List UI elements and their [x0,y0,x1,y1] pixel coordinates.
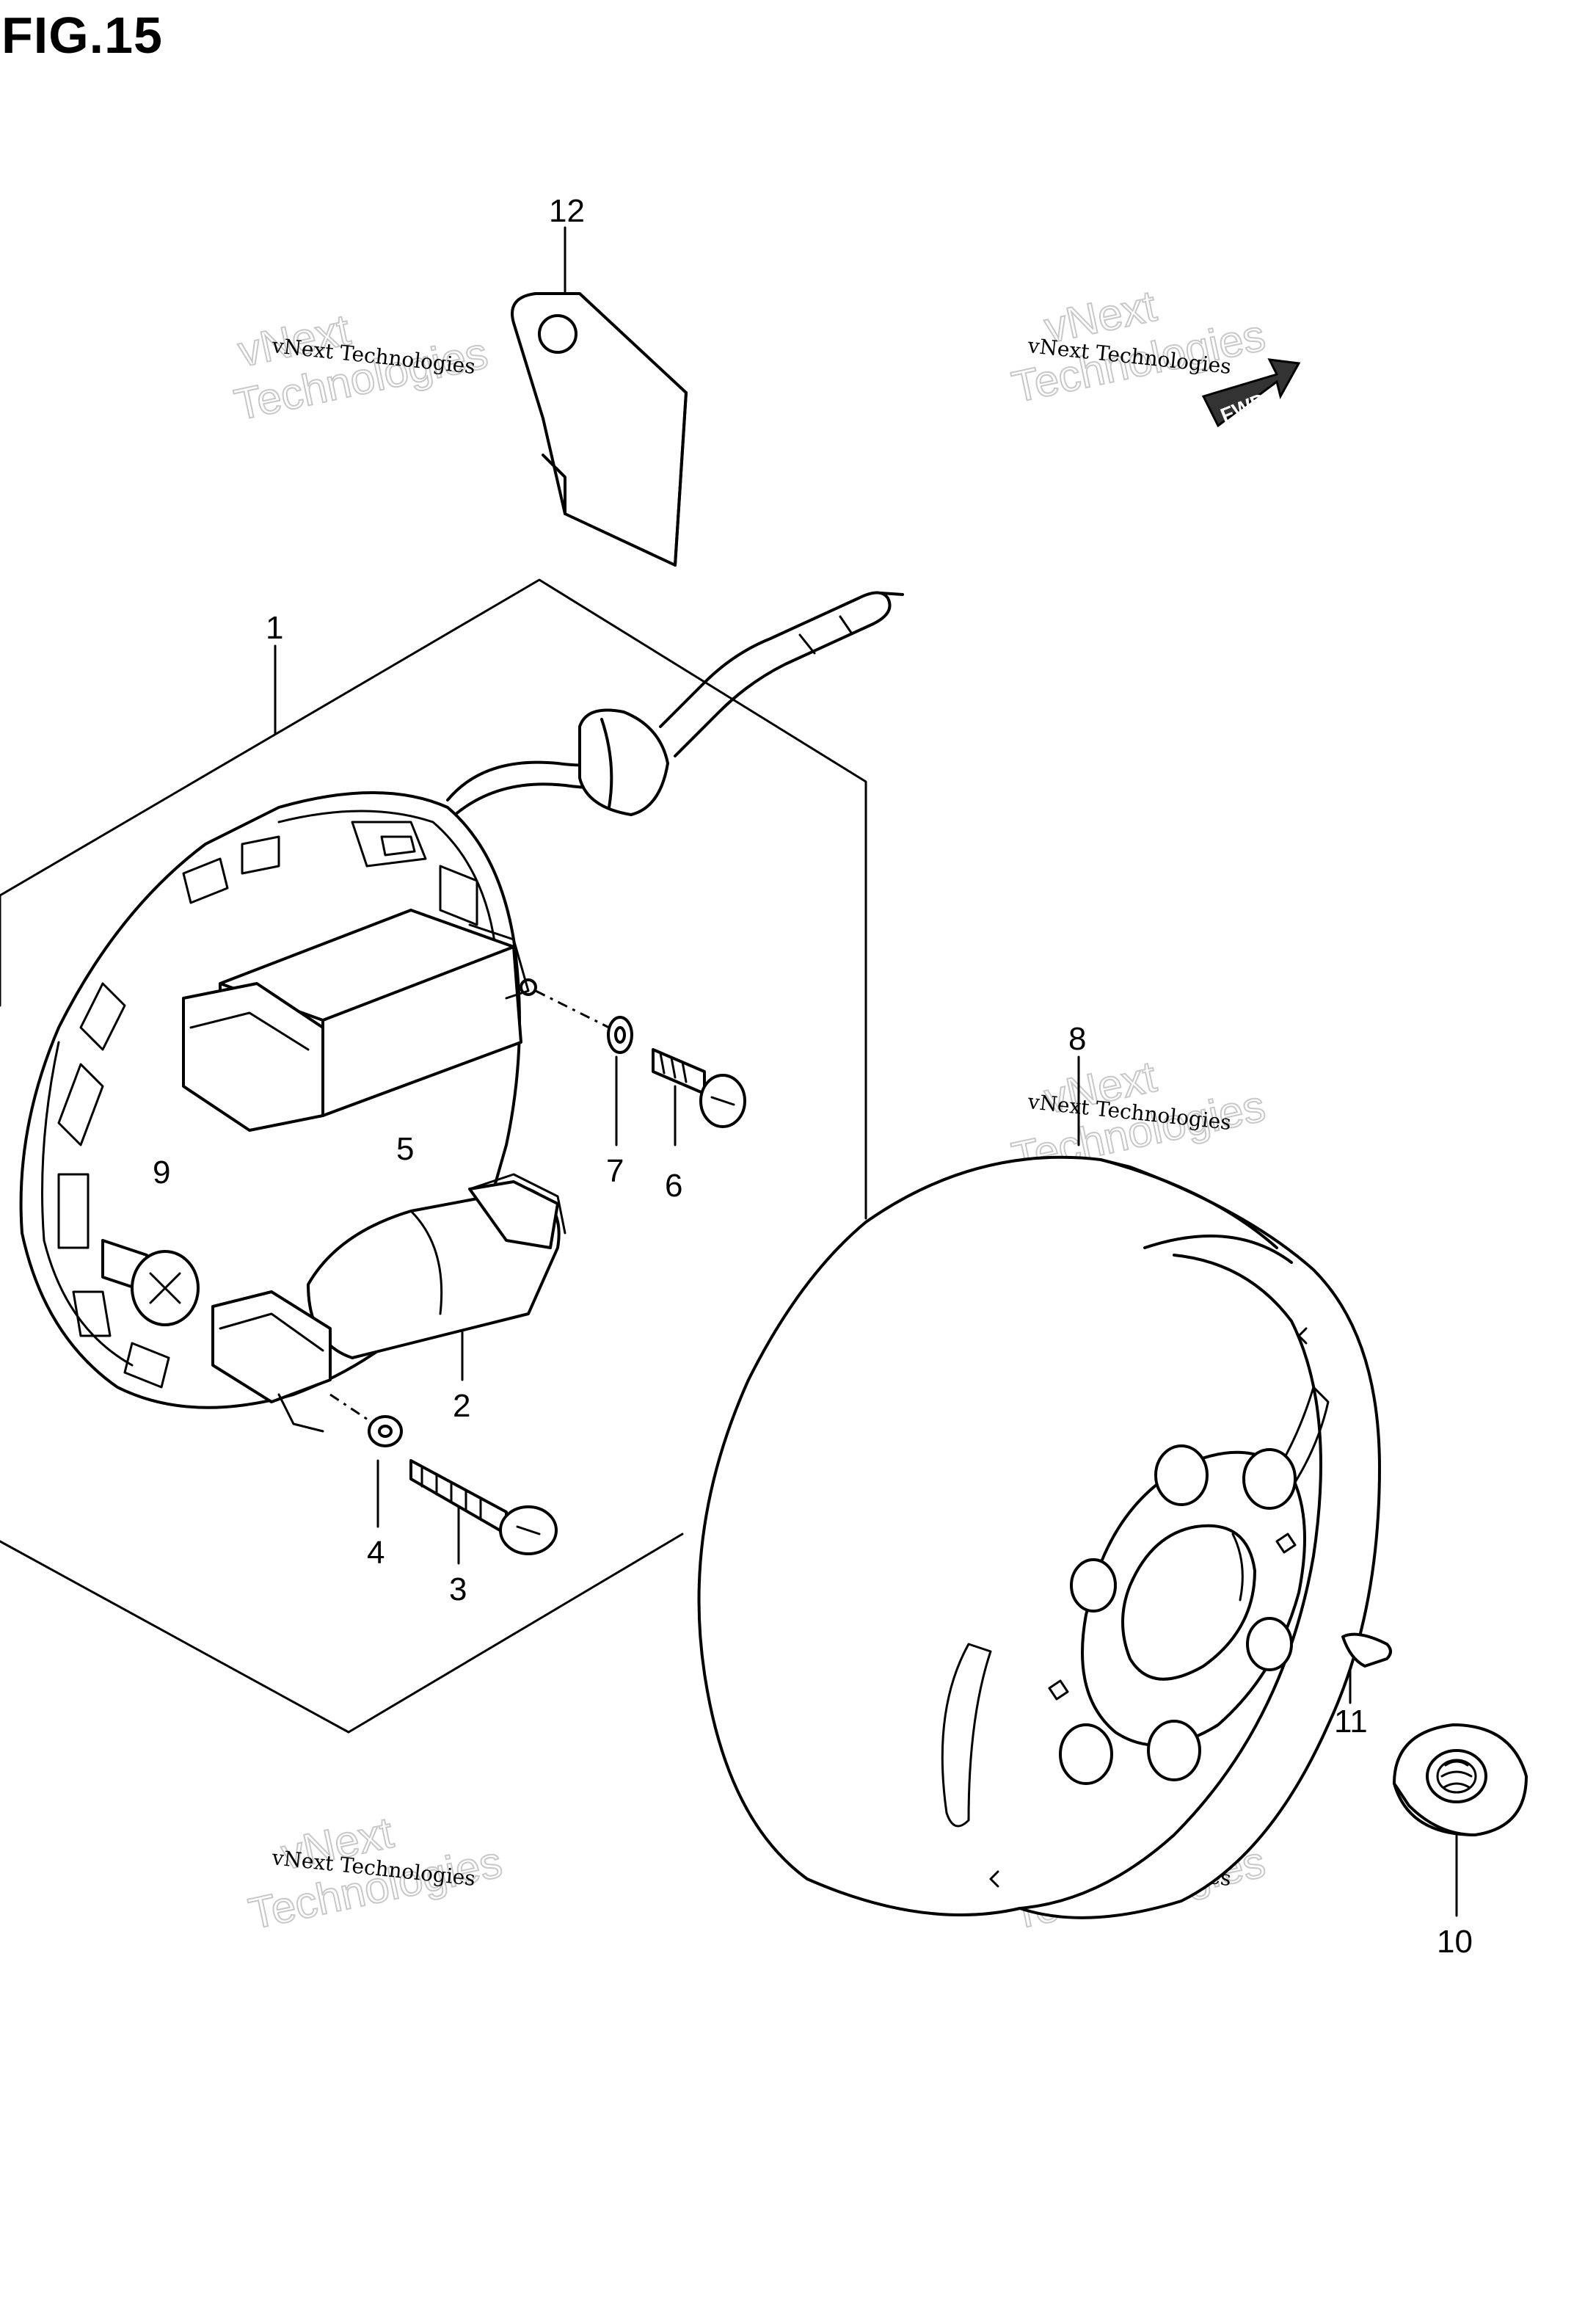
callout-1: 1 [266,610,283,646]
parts-3-4-screw-washer [329,1393,558,1555]
callout-4: 4 [367,1535,385,1571]
part-5-pulser-coil [182,909,537,1132]
callout-7: 7 [606,1153,624,1189]
callout-12: 12 [549,193,585,229]
part-9-screw [101,1239,200,1326]
part-2-charge-coil [211,1173,566,1433]
callout-8: 8 [1068,1021,1086,1057]
parts-6-7-screw-washer [535,989,746,1128]
callout-6: 6 [665,1168,682,1204]
callout-10: 10 [1437,1924,1473,1960]
part-11-woodruff-key [1341,1632,1392,1668]
callout-2: 2 [453,1388,470,1424]
part-10-flange-nut [1393,1723,1528,1836]
callout-3: 3 [449,1571,467,1607]
stator-assembly-box [0,578,867,1734]
part-8-flywheel [697,1155,1381,1919]
wiring-harness [446,591,904,816]
figure-title: FIG.15 [1,7,163,64]
callout-5: 5 [396,1131,414,1167]
callout-9: 9 [153,1155,170,1190]
callout-11: 11 [1334,1704,1368,1740]
part-12-bracket-plate [511,292,688,567]
callout-labels: 12 1 5 9 2 4 3 7 6 8 11 10 [153,193,1473,1960]
